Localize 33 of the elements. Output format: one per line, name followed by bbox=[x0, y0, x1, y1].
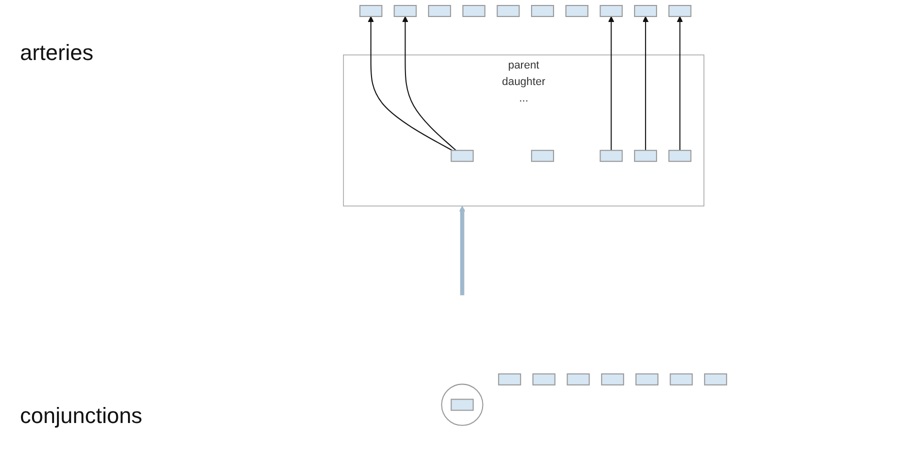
square-box bbox=[704, 373, 728, 386]
row-label: arteries bbox=[20, 40, 94, 66]
square-box bbox=[359, 4, 382, 17]
square-box bbox=[670, 373, 693, 386]
arrow bbox=[676, 16, 683, 150]
record-box: parent daughter ... bbox=[343, 54, 704, 206]
square-box bbox=[600, 150, 623, 162]
square-box bbox=[450, 150, 474, 162]
square-box bbox=[635, 373, 658, 386]
square-box bbox=[566, 373, 590, 386]
square-box bbox=[634, 150, 658, 162]
square-box bbox=[498, 373, 522, 386]
arrow bbox=[459, 206, 466, 296]
square-box bbox=[531, 150, 554, 162]
row-label: conjunctions bbox=[20, 403, 144, 429]
square-box bbox=[634, 4, 658, 17]
highlight-circle bbox=[441, 384, 484, 426]
arrow bbox=[368, 16, 452, 151]
square-box bbox=[668, 150, 692, 162]
square-box bbox=[668, 4, 692, 17]
square-box bbox=[532, 373, 556, 386]
square-box bbox=[531, 4, 554, 17]
square-box bbox=[450, 398, 474, 411]
square-box bbox=[565, 4, 588, 17]
square-box bbox=[428, 4, 452, 17]
arrow bbox=[402, 16, 456, 151]
arrow bbox=[608, 16, 614, 150]
square-box bbox=[496, 4, 520, 17]
arrow bbox=[642, 16, 649, 150]
square-box bbox=[394, 4, 417, 17]
square-box bbox=[462, 4, 486, 17]
square-box bbox=[601, 373, 624, 386]
square-box bbox=[600, 4, 623, 17]
